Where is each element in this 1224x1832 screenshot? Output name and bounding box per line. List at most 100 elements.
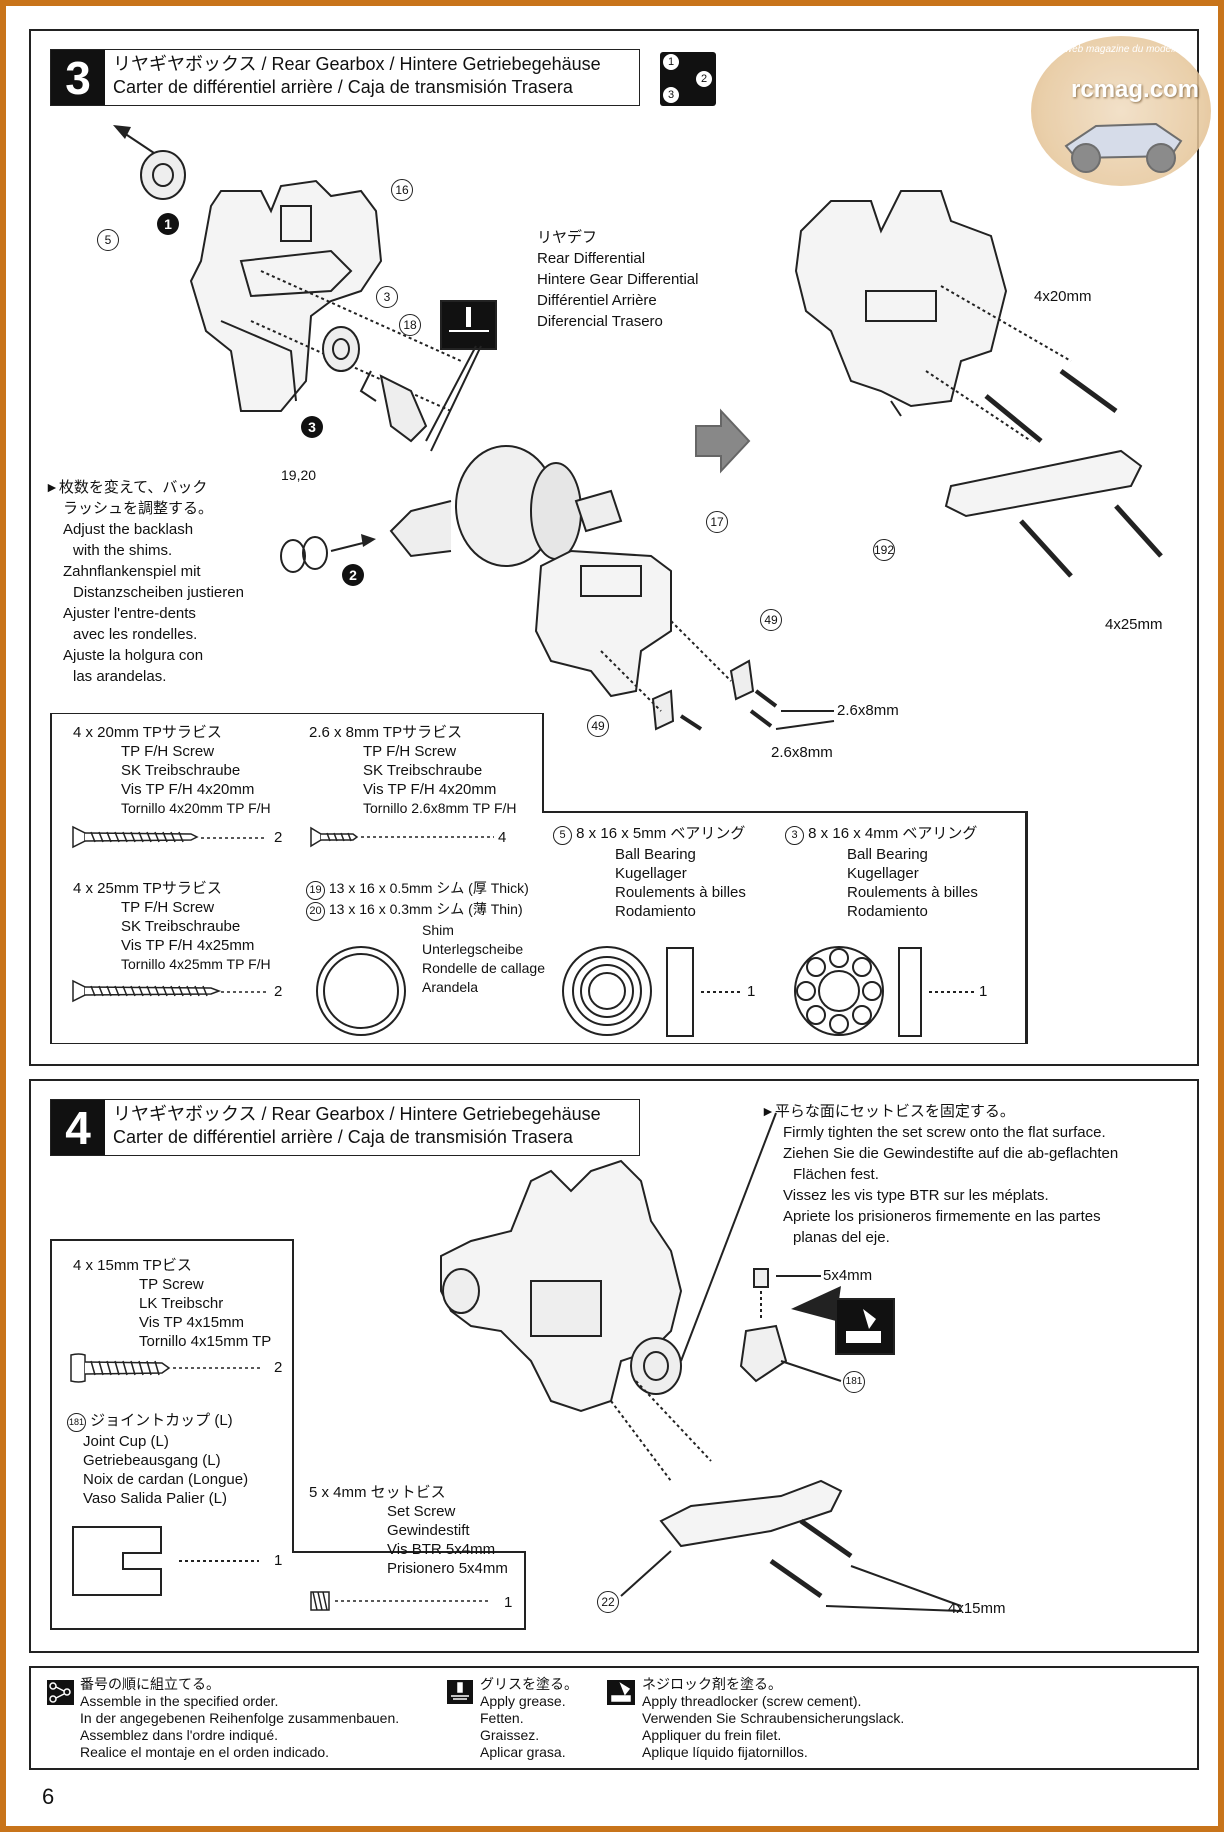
legend-grease-en: Apply grease. xyxy=(480,1693,566,1709)
legend-order-jp: 番号の順に組立てる。 xyxy=(80,1676,220,1692)
step4-parts-border-top xyxy=(50,1239,293,1241)
shim-name-en: Shim xyxy=(422,922,454,938)
bearing5-en: Ball Bearing xyxy=(615,846,696,863)
set-screw-jp: 5 x 4mm セットビス xyxy=(309,1484,446,1501)
legend-threadlocker-jp: ネジロック剤を塗る。 xyxy=(642,1676,782,1692)
step3-title: リヤギヤボックス / Rear Gearbox / Hintere Getrie… xyxy=(113,53,601,99)
order-icon-1: 1 xyxy=(663,54,679,70)
callout-part-22: 22 xyxy=(597,1591,619,1613)
qty-bearing-3: 1 xyxy=(979,983,988,1000)
step4-title: リヤギヤボックス / Rear Gearbox / Hintere Getrie… xyxy=(113,1103,601,1149)
backlash-es1: Ajuste la holgura con xyxy=(63,647,204,664)
callout-part-192: 192 xyxy=(873,539,895,561)
label-screw-4x25: 4x25mm xyxy=(1105,616,1163,633)
order-icon-2: 2 xyxy=(696,71,712,87)
rear-diff-es: Diferencial Trasero xyxy=(537,313,663,330)
part-bearing-5: 5 8 x 16 x 5mm ベアリング Ball Bearing Kugell… xyxy=(553,824,746,921)
rear-diff-jp: リヤデフ xyxy=(537,229,598,246)
rear-differential-label: リヤデフ Rear Differential Hintere Gear Diff… xyxy=(537,227,698,332)
legend-order-es: Realice el montaje en el orden indicado. xyxy=(80,1744,330,1760)
page-number: 6 xyxy=(42,1784,55,1809)
step4-parts-border-right-upper xyxy=(292,1239,294,1552)
screw-4x25-fr: Vis TP F/H 4x25mm xyxy=(121,937,255,954)
legend-order-de: In der angegebenen Reihenfolge zusammenb… xyxy=(80,1710,400,1726)
legend-grease-es: Aplicar grasa. xyxy=(480,1744,566,1760)
screw-4x15-en: TP Screw xyxy=(139,1276,204,1293)
step4-number: 4 xyxy=(51,1100,105,1155)
backlash-fr2: avec les rondelles. xyxy=(73,626,198,643)
legend-threadlocker-icon xyxy=(607,1680,635,1705)
part-set-screw: 5 x 4mm セットビス Set Screw Gewindestift Vis… xyxy=(309,1483,508,1578)
callout-part-17: 17 xyxy=(706,511,728,533)
joint-cup-en: Joint Cup (L) xyxy=(83,1433,169,1450)
screw-4x20-fr: Vis TP F/H 4x20mm xyxy=(121,781,255,798)
shim-line-20: 20 13 x 16 x 0.3mm シム (薄 Thin) xyxy=(306,900,545,921)
screw-26x8-de: SK Treibschraube xyxy=(363,762,483,779)
qty-bearing-5: 1 xyxy=(747,983,756,1000)
legend-threadlocker-en: Apply threadlocker (screw cement). xyxy=(642,1693,862,1709)
callout-part-16: 16 xyxy=(391,179,413,201)
step4-parts-border-bottom xyxy=(50,1628,526,1630)
screw-4x25-es: Tornillo 4x25mm TP F/H xyxy=(121,956,271,972)
qty-screw-4x25: 2 xyxy=(274,983,283,1000)
legend-grease-icon xyxy=(447,1680,473,1704)
shim-name-de: Unterlegscheibe xyxy=(422,941,524,957)
joint-cup-fr: Noix de cardan (Longue) xyxy=(83,1471,249,1488)
screw-26x8-fr: Vis TP F/H 4x20mm xyxy=(363,781,497,798)
step4-parts-border-mid xyxy=(292,1551,525,1553)
legend-order-en: Assemble in the specified order. xyxy=(80,1693,279,1709)
step3-parts-border-mid xyxy=(542,811,1027,813)
step3-parts-border-top-right xyxy=(542,713,544,812)
part-screw-4x20: 4 x 20mm TPサラビス TP F/H Screw SK Treibsch… xyxy=(73,723,271,818)
screw-4x20-de: SK Treibschraube xyxy=(121,762,241,779)
qty-screw-2-6x8: 4 xyxy=(498,829,507,846)
legend-order-icon xyxy=(47,1680,74,1705)
screw-4x25-de: SK Treibschraube xyxy=(121,918,241,935)
note-de2: Flächen fest. xyxy=(793,1166,879,1183)
note-en: Firmly tighten the set screw onto the fl… xyxy=(783,1124,1106,1141)
callout-part-49b: 49 xyxy=(587,715,609,737)
bearing3-head: 3 8 x 16 x 4mm ベアリング xyxy=(785,824,978,845)
screw-4x20-jp: 4 x 20mm TPサラビス xyxy=(73,724,222,741)
part-bearing-3: 3 8 x 16 x 4mm ベアリング Ball Bearing Kugell… xyxy=(785,824,978,921)
manual-page: 3 リヤギヤボックス / Rear Gearbox / Hintere Getr… xyxy=(6,6,1218,1826)
screw-26x8-es: Tornillo 2.6x8mm TP F/H xyxy=(363,800,517,816)
rear-diff-de: Hintere Gear Differential xyxy=(537,271,699,288)
part-joint-cup: 181 ジョイントカップ (L) Joint Cup (L) Getriebea… xyxy=(67,1411,248,1508)
screw-4x20-icon xyxy=(72,825,266,849)
backlash-jp2: ラッシュを調整する。 xyxy=(63,500,214,517)
step4-header: 4 リヤギヤボックス / Rear Gearbox / Hintere Getr… xyxy=(50,1099,640,1156)
screw-2-6x8-icon xyxy=(310,826,494,848)
step4-assembly-drawing xyxy=(440,1112,962,1612)
callout-seq-2: 2 xyxy=(342,564,364,586)
screw-26x8-jp: 2.6 x 8mm TPサラビス xyxy=(309,724,463,741)
step3-title-line1: リヤギヤボックス / Rear Gearbox / Hintere Getrie… xyxy=(113,54,601,74)
step4-panel: 4 リヤギヤボックス / Rear Gearbox / Hintere Getr… xyxy=(29,1079,1199,1653)
qty-screw-4x20: 2 xyxy=(274,829,283,846)
callout-seq-3: 3 xyxy=(301,416,323,438)
screw-4x15-icon xyxy=(70,1353,262,1383)
rc-car-icon xyxy=(1064,122,1183,173)
set-screw-icon xyxy=(310,1591,489,1611)
screw-26x8-en: TP F/H Screw xyxy=(363,743,457,760)
set-screw-en: Set Screw xyxy=(387,1503,456,1520)
shim-line-19: 19 13 x 16 x 0.5mm シム (厚 Thick) xyxy=(306,879,545,900)
set-screw-es: Prisionero 5x4mm xyxy=(387,1560,508,1577)
bearing3-fr: Roulements à billes xyxy=(847,884,978,901)
callout-part-3: 3 xyxy=(376,286,398,308)
legend-grease-de: Fetten. xyxy=(480,1710,524,1726)
callout-part-19-20: 19,20 xyxy=(281,467,317,483)
backlash-jp1: ►枚数を変えて、バック xyxy=(45,479,208,496)
screw-4x20-es: Tornillo 4x20mm TP F/H xyxy=(121,800,271,816)
set-screw-fr: Vis BTR 5x4mm xyxy=(387,1541,496,1558)
screw-4x25-icon xyxy=(72,979,266,1003)
step3-number: 3 xyxy=(51,50,105,105)
screw-4x25-en: TP F/H Screw xyxy=(121,899,215,916)
step4-title-line1: リヤギヤボックス / Rear Gearbox / Hintere Getrie… xyxy=(113,1104,601,1124)
bearing3-de: Kugellager xyxy=(847,865,919,882)
legend-threadlocker-de: Verwenden Sie Schraubensicherungslack. xyxy=(642,1710,905,1726)
qty-set-screw: 1 xyxy=(504,1594,513,1611)
callout-part-49a: 49 xyxy=(760,609,782,631)
callout-part-181: 181 xyxy=(843,1371,865,1393)
bearing-5-icon xyxy=(562,946,743,1037)
